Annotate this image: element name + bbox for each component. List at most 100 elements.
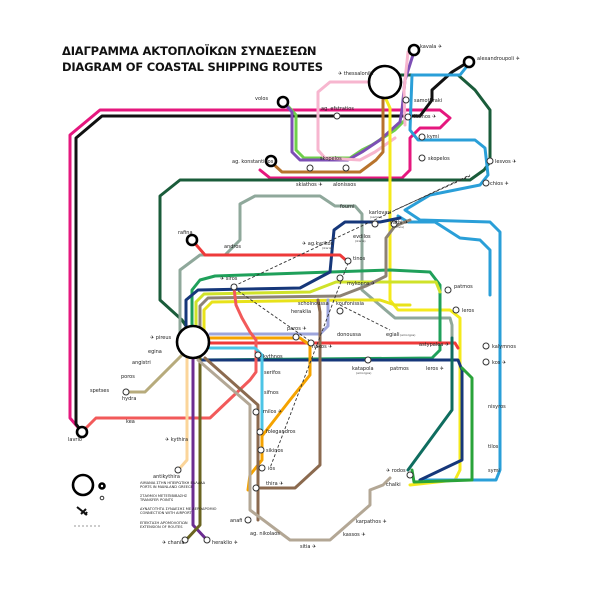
label-egiali-sub: (amorgos) [400,333,415,337]
label-rodos: ✈ rodos [386,468,406,474]
kavala-port[interactable] [407,43,421,57]
route-extension-3 [394,175,471,211]
station-kymi[interactable] [418,133,426,141]
station-kythnos[interactable] [254,351,262,359]
route-orange [208,336,312,492]
station-antikythira[interactable] [174,466,182,474]
label-kythira: ✈ kythira [165,437,188,443]
label-chios: chios ✈ [490,181,509,187]
station-alonissos[interactable] [342,164,350,172]
alexandroupoli-port[interactable] [462,55,476,69]
label-skopelos-w: skopelos [320,156,342,162]
label-nisyros: nisyros [488,404,506,410]
station-anafi[interactable] [244,516,252,524]
station-ag-efstratios[interactable] [333,112,341,120]
station-karlovasi[interactable] [371,220,379,228]
label-donoussa: donoussa [337,332,361,338]
label-anafi: anafi [230,518,242,524]
label-chalki: chalki [386,482,401,488]
station-samothraki[interactable] [402,96,410,104]
label-evdilos: evdilos [353,234,371,240]
station-mykonos[interactable] [336,274,344,282]
label-sifnos: sifnos [264,390,279,396]
station-katapola[interactable] [364,356,372,364]
label-karlovasi: karlovasi [369,210,391,216]
station-vathi[interactable] [390,220,398,228]
label-astypalea: astypalea ✈ [419,342,449,348]
label-antikythira: antikythira [153,474,180,480]
label-karpathos: karpathos ✈ [356,519,387,525]
station-folegandros[interactable] [256,428,264,436]
label-heraklio: heraklio ✈ [212,540,238,546]
station-tinos[interactable] [344,257,352,265]
station-ios[interactable] [258,464,266,472]
label-kavala: kavala ✈ [420,44,442,50]
label-ag-kyrikos: ✈ ag.kyrikos [302,241,334,247]
station-patmos-n[interactable] [444,286,452,294]
route-khaki [124,343,194,394]
station-milos[interactable] [252,408,260,416]
label-kos: kos ✈ [492,360,506,366]
volos-port[interactable] [276,95,290,109]
label-ag-konstantinos: ag. konstantinos [232,159,274,165]
station-sikinos[interactable] [257,446,265,454]
airplane-icon [76,506,88,516]
station-spetses[interactable] [122,388,130,396]
route-blue-east [403,63,502,482]
title-greek: ΔΙΑΓΡΑΜΜΑ ΑΚΤΟΠΛΟΪΚΩΝ ΣΥΝΔΕΣΕΩΝ [62,44,317,58]
station-paros[interactable] [292,333,300,341]
label-katapola: katapola [352,366,374,372]
rafina-port[interactable] [185,233,199,247]
station-koufonissia[interactable] [336,307,344,315]
station-chania[interactable] [181,536,189,544]
station-chios[interactable] [482,179,490,187]
station-heraklio[interactable] [203,536,211,544]
route-extension-1 [233,174,471,287]
label-siros: ✈ siros [220,276,238,282]
route-yellow-long [383,95,462,487]
legend-major-port-icon [71,473,95,497]
stations [122,96,494,544]
station-kos[interactable] [482,358,490,366]
label-mykonos: mykonos ✈ [347,281,375,287]
station-skopelos-e[interactable] [418,154,426,162]
station-limnos[interactable] [404,113,412,121]
route-lime [194,280,442,332]
label-evdilos-sub: (ikaria) [355,239,366,243]
label-kassos: kassos ✈ [343,532,366,538]
label-tilos: tilos [488,444,499,450]
route-pink [316,50,410,162]
ag-konstantinos-port[interactable] [264,154,278,168]
label-pireus: ✈ pireus [150,335,172,341]
thessaloniki-port[interactable] [367,64,403,100]
legend-mainland-port-icon [98,482,106,490]
route-red-naxos [208,341,460,350]
station-thira[interactable] [252,484,260,492]
route-lavender [208,298,330,336]
label-patmos-n: patmos [454,284,473,290]
route-green-dode [410,366,474,484]
label-lavrio: lavrio [68,437,82,443]
route-taupe-crete [196,358,392,542]
station-lesvos[interactable] [486,157,494,165]
route-brown-south [203,298,322,522]
lavrio-port[interactable] [75,425,89,439]
route-purple-crete [191,350,209,542]
legend-transfer-icon[interactable] [99,495,105,501]
label-kymi: kymi [427,134,439,140]
label-sitia: sitia ✈ [300,544,316,550]
label-ag-kyrikos-sub: (ikaria) [322,246,333,250]
station-naxos[interactable] [307,339,315,347]
station-rodos[interactable] [406,471,414,479]
station-siros[interactable] [230,283,238,291]
station-skiathos[interactable] [306,164,314,172]
route-black [74,62,467,434]
label-katapola-sub: (amorgos) [356,371,371,375]
station-leros-n[interactable] [452,306,460,314]
station-kalymnos[interactable] [482,342,490,350]
label-angistri: angistri [132,360,151,366]
route-teal [406,336,454,472]
label-sikinos: sikinos [266,448,284,454]
pireus-port[interactable] [175,324,211,360]
